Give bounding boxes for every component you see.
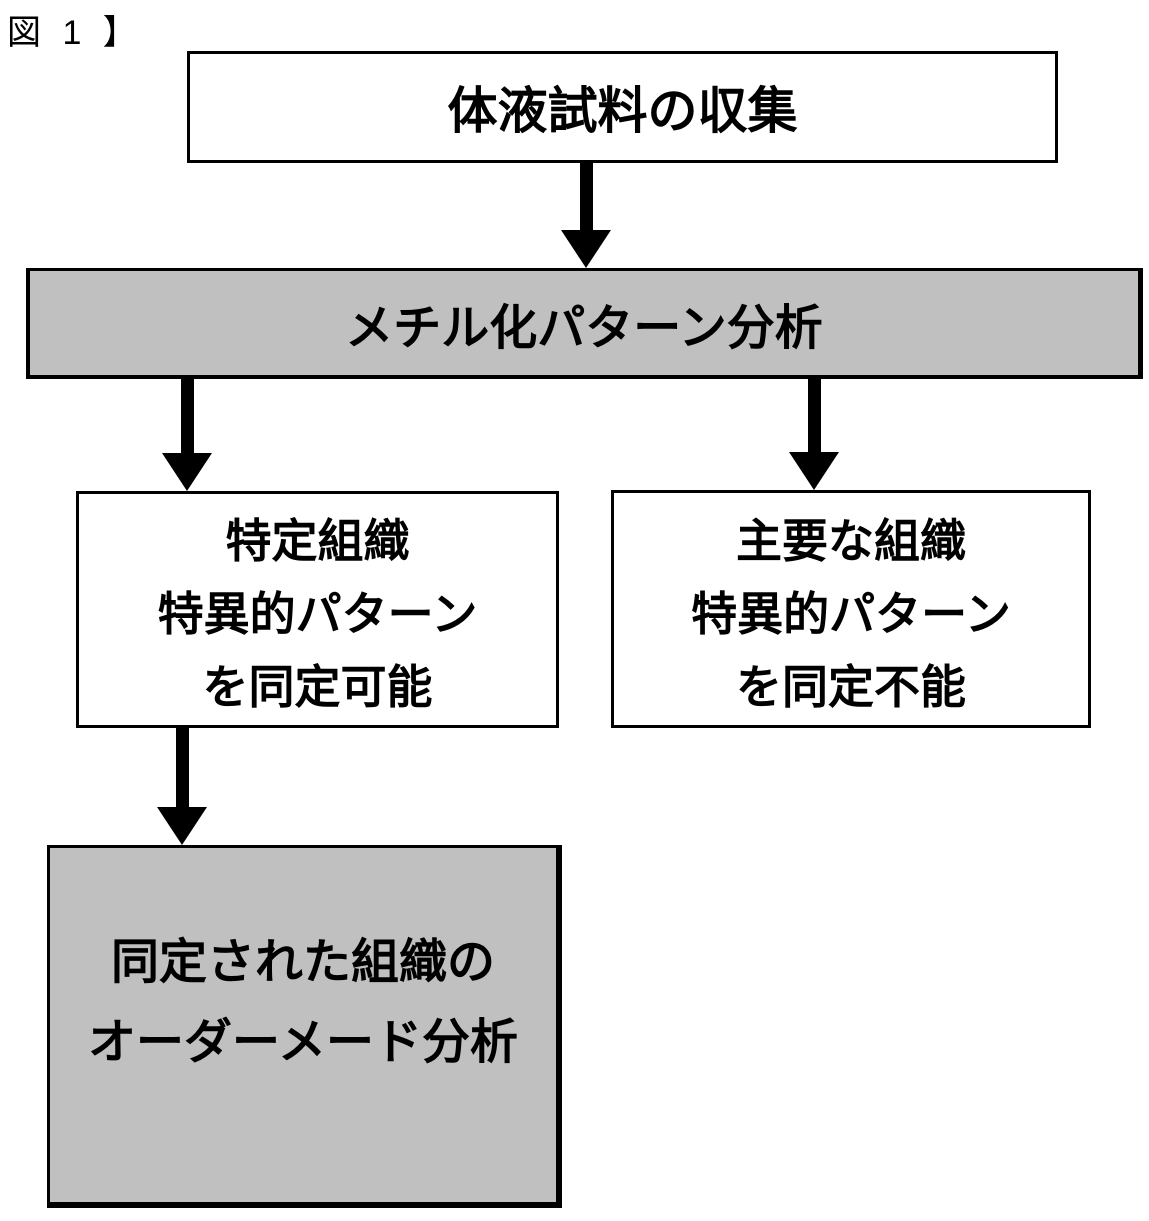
node-collect-sample: 体液試料の収集 [187, 51, 1058, 163]
arrow-head-icon [157, 807, 207, 845]
arrow-methylation-to-specific [162, 379, 212, 491]
node-collect-sample-label: 体液試料の収集 [447, 83, 798, 139]
arrow-shaft [175, 728, 189, 807]
arrow-head-icon [561, 230, 611, 268]
node-major-pattern-not-identifiable: 主要な組織 特異的パターン を同定不能 [611, 490, 1091, 728]
arrow-shaft [579, 163, 593, 230]
node-label-line: 同定された組織の [110, 935, 495, 989]
node-label-line: 特異的パターン [691, 587, 1011, 640]
node-label-line: オーダーメード分析 [87, 1015, 519, 1069]
node-label-line: を同定不能 [736, 660, 966, 713]
node-tailored-analysis: 同定された組織の オーダーメード分析 [47, 845, 562, 1208]
node-methylation-analysis-label: メチル化パターン分析 [345, 302, 823, 355]
arrow-shaft [180, 379, 194, 453]
node-label-line: 特異的パターン [157, 588, 478, 640]
node-label-line: を同定可能 [202, 661, 433, 713]
arrow-collect-to-methylation [561, 163, 611, 268]
node-specific-pattern-identifiable: 特定組織 特異的パターン を同定可能 [76, 491, 559, 728]
arrow-head-icon [789, 452, 839, 490]
arrow-head-icon [162, 453, 212, 491]
node-label-line: 特定組織 [225, 515, 410, 567]
arrow-shaft [807, 379, 821, 452]
node-label-line: 主要な組織 [736, 514, 966, 567]
figure-label: 図 1 】 [7, 14, 143, 52]
arrow-methylation-to-major [789, 379, 839, 490]
arrow-specific-to-tailored [157, 728, 207, 845]
node-methylation-analysis: メチル化パターン分析 [26, 268, 1143, 379]
